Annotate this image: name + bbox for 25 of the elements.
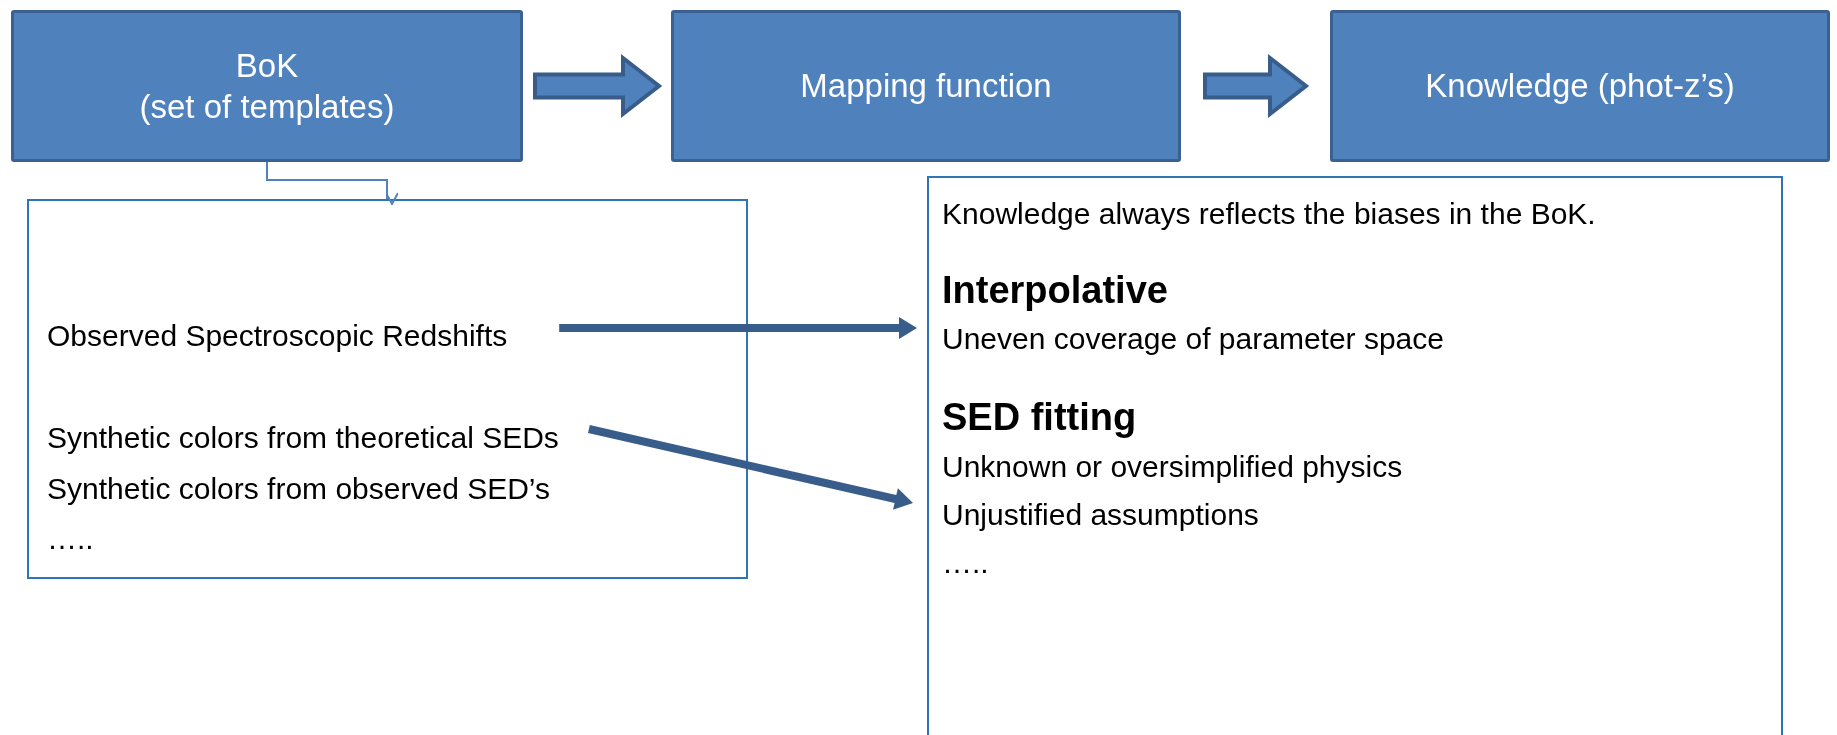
note-text: Knowledge always reflects the biases in the BoK. xyxy=(942,196,1597,232)
list-item: Synthetic colors from observed SED’s xyxy=(47,474,550,504)
arrow xyxy=(588,425,913,510)
box-label: (set of templates) xyxy=(139,87,395,127)
process-box xyxy=(671,10,1181,162)
notes-panel xyxy=(927,176,1783,735)
section-heading: Interpolative xyxy=(942,268,1169,313)
note-text: Unjustified assumptions xyxy=(942,496,1260,533)
box-label: Mapping function xyxy=(800,66,1052,107)
box-label: Knowledge (phot-z’s) xyxy=(1425,66,1735,107)
list-item: ….. xyxy=(47,524,94,554)
note-text: ….. xyxy=(942,544,990,581)
list-item: Synthetic colors from theoretical SEDs xyxy=(47,423,559,453)
note-text: Unknown or oversimplified physics xyxy=(942,448,1404,485)
arrow xyxy=(559,317,917,339)
box-label: BoK xyxy=(235,45,299,86)
section-heading: SED fitting xyxy=(942,395,1138,441)
process-box xyxy=(1330,10,1830,162)
list-item: Observed Spectroscopic Redshifts xyxy=(47,321,508,351)
arrow xyxy=(533,53,663,119)
list-panel xyxy=(27,199,748,579)
process-box xyxy=(11,10,523,162)
connector-arrow xyxy=(266,161,399,205)
arrow xyxy=(1203,53,1310,119)
note-text: Uneven coverage of parameter space xyxy=(942,321,1445,358)
